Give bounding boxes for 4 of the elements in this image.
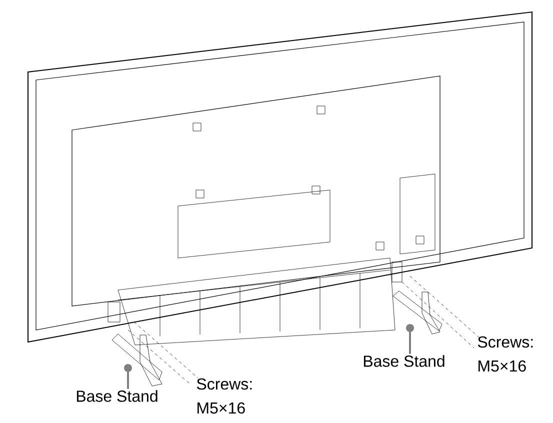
- part-label: Screws: M5×16: [196, 378, 252, 414]
- part-label: Base Stand: [76, 390, 158, 402]
- part-label: Screws: M5×16: [478, 336, 533, 372]
- part-label: Base Stand: [364, 355, 444, 367]
